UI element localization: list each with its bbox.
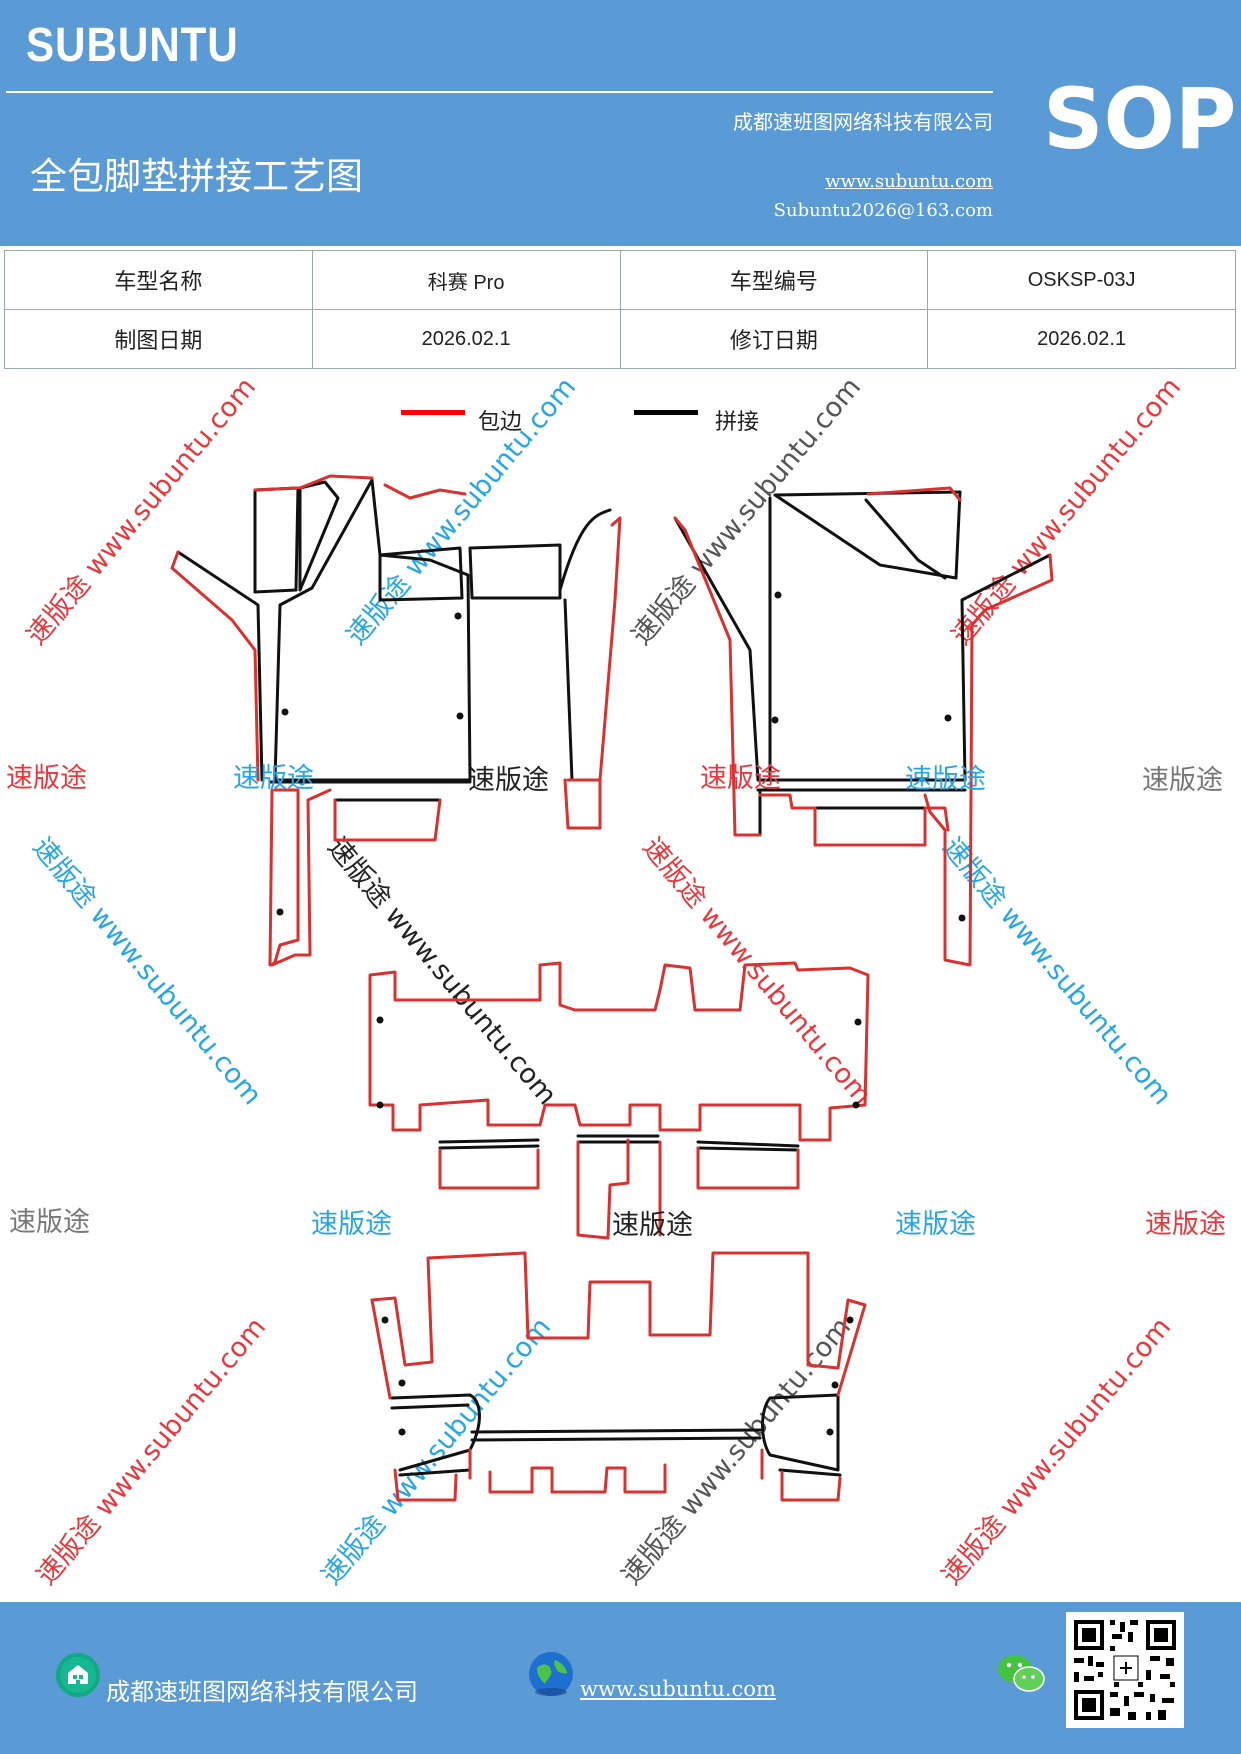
fastener-dot [454, 612, 462, 620]
model-code-value: OSKSP-03J [927, 250, 1236, 310]
header-banner: SUBUNTU 全包脚垫拼接工艺图 成都速班图网络科技有限公司 www.subu… [0, 0, 1241, 246]
fastener-dot [831, 1381, 839, 1389]
watermark-short: 速版途 [895, 1209, 976, 1240]
qr-code [1066, 1612, 1184, 1728]
draw-date-label: 制图日期 [4, 309, 313, 369]
watermark-short: 速版途 [905, 764, 986, 795]
fastener-dot [854, 1018, 862, 1026]
watermark-short: 速版途 [700, 763, 781, 794]
legend-label-edge: 包边 [478, 410, 523, 435]
watermark-short: 速版途 [233, 763, 314, 794]
model-name-label: 车型名称 [4, 250, 313, 310]
fastener-dot [456, 712, 464, 720]
watermark-short: 速版途 [311, 1209, 392, 1240]
company-icon [56, 1653, 100, 1697]
header-divider [6, 91, 993, 93]
fastener-dot [958, 914, 966, 922]
header-website-link[interactable]: www.subuntu.com [825, 171, 993, 192]
watermark-short: 速版途 [9, 1207, 90, 1238]
model-code-label: 车型编号 [619, 250, 929, 310]
fastener-dot [826, 1428, 834, 1436]
brand-logo: SUBUNTU [26, 19, 239, 72]
watermark-short: 速版途 [6, 763, 87, 794]
fastener-dot [774, 591, 782, 599]
fastener-dot [846, 1316, 854, 1324]
fastener-dot [944, 714, 952, 722]
watermark-short: 速版途 [1142, 765, 1223, 796]
fastener-dot [276, 908, 284, 916]
floor-mat-drawing [170, 474, 1054, 1502]
header-email[interactable]: Subuntu2026@163.com [773, 200, 993, 221]
fastener-dot [398, 1379, 406, 1387]
legend-label-seam: 拼接 [715, 410, 760, 435]
model-name-value: 科赛 Pro [311, 250, 621, 310]
fastener-dot [281, 708, 289, 716]
wechat-icon [998, 1655, 1045, 1692]
table-row: 车型名称 科赛 Pro 车型编号 OSKSP-03J [4, 250, 1236, 310]
fastener-dot [852, 1101, 860, 1109]
fastener-dot [381, 1316, 389, 1324]
page-title: 全包脚垫拼接工艺图 [30, 155, 363, 198]
fastener-dot [376, 1101, 384, 1109]
doc-type-label: SOP [1043, 70, 1237, 168]
footer-company: 成都速班图网络科技有限公司 [106, 1678, 418, 1706]
header-company: 成都速班图网络科技有限公司 [733, 110, 993, 134]
watermark-short: 速版途 [1145, 1209, 1226, 1240]
footer-website-link[interactable]: www.subuntu.com [580, 1677, 776, 1701]
watermark-short: 速版途 [468, 765, 549, 796]
watermark-short: 速版途 [612, 1210, 693, 1241]
revise-date-value: 2026.02.1 [927, 309, 1236, 369]
fastener-dot [398, 1428, 406, 1436]
info-table: 车型名称 科赛 Pro 车型编号 OSKSP-03J 制图日期 2026.02.… [4, 250, 1236, 369]
fastener-dot [771, 716, 779, 724]
draw-date-value: 2026.02.1 [311, 309, 621, 369]
legend-swatch-seam [634, 410, 698, 415]
legend-swatch-edge [401, 410, 465, 415]
fastener-dot [376, 1016, 384, 1024]
globe-icon [529, 1652, 573, 1696]
table-row: 制图日期 2026.02.1 修订日期 2026.02.1 [4, 309, 1236, 369]
